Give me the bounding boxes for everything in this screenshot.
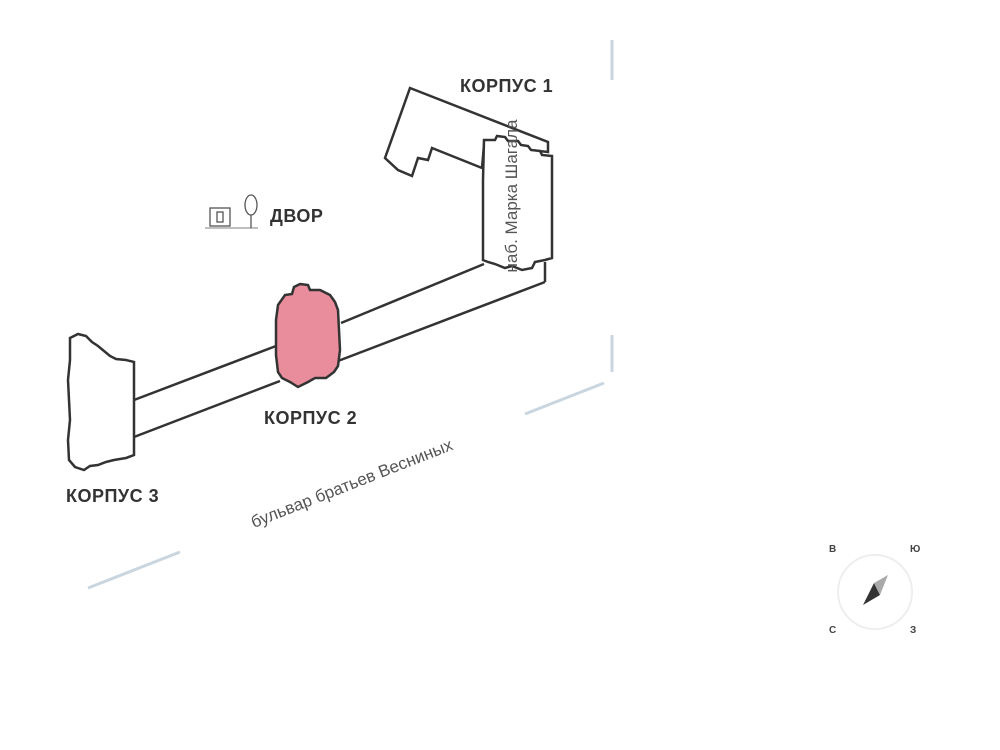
- street-label-vertical: наб. Марка Шагала: [502, 119, 521, 273]
- street-line-diagonal: [87, 550, 181, 590]
- building-label-korpus-3[interactable]: КОРПУС 3: [66, 486, 160, 506]
- compass-arrow-icon: [863, 583, 880, 605]
- compass-south: Ю: [910, 544, 921, 555]
- compass-east: В: [829, 544, 837, 555]
- building-korpus-1[interactable]: [481, 134, 554, 272]
- building-label-korpus-2[interactable]: КОРПУС 2: [264, 408, 358, 428]
- building-korpus-3[interactable]: [66, 332, 136, 472]
- building-korpus-1-wing[interactable]: [383, 86, 550, 178]
- building-korpus-2[interactable]: [274, 282, 342, 389]
- building-label-korpus-1[interactable]: КОРПУС 1: [460, 76, 554, 96]
- playground-tree-icon: [205, 194, 258, 229]
- street-line-diagonal: [524, 381, 605, 416]
- compass: [837, 554, 913, 630]
- compass-west: З: [910, 625, 917, 636]
- courtyard-label: ДВОР: [270, 206, 324, 226]
- compass-north: С: [829, 625, 837, 636]
